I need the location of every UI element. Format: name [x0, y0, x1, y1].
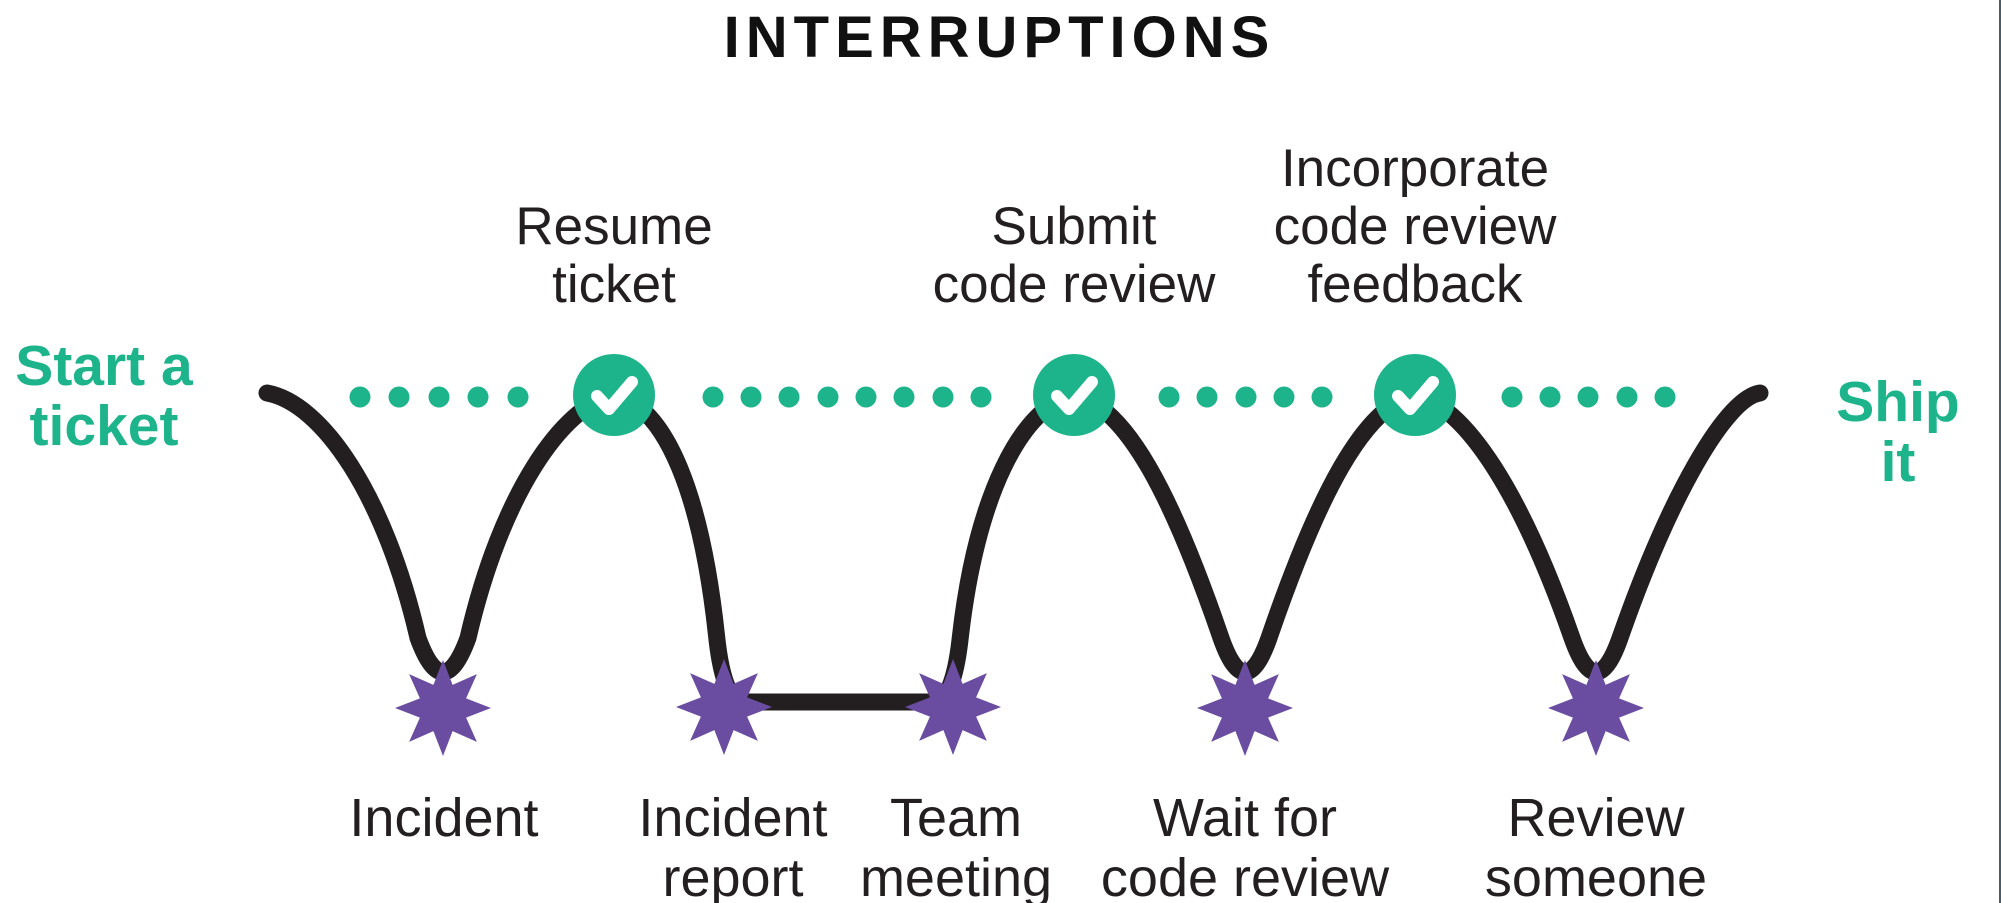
interruption-label-incident: Incident: [349, 788, 539, 848]
burst-star-icon: [905, 659, 1001, 755]
interruption-label-incident-report: Incident report: [638, 788, 828, 903]
progress-dots: [349, 386, 1676, 408]
burst-star-icon: [1548, 660, 1644, 756]
check-circle-icon: [573, 354, 655, 436]
burst-star-icon: [676, 659, 772, 755]
interruption-label-review-ticket: Review someone else’s ticket: [1484, 788, 1708, 903]
check-circle-icon: [1374, 354, 1456, 436]
interruption-label-wait-for-review: Wait for code review: [1100, 788, 1390, 903]
burst-star-icon: [1197, 660, 1293, 756]
workflow-line: [258, 384, 1769, 711]
page-title: INTERRUPTIONS: [723, 5, 1276, 70]
milestone-label-incorporate-feedback: Incorporate code review feedback: [1273, 139, 1557, 314]
ship-label: Ship it: [1836, 370, 1960, 494]
burst-star-icon: [395, 660, 491, 756]
start-label: Start a ticket: [15, 334, 193, 458]
check-circle-icon: [1033, 354, 1115, 436]
interruption-label-team-meeting: Team meeting: [859, 788, 1053, 903]
milestone-label-resume-ticket: Resume ticket: [515, 197, 713, 314]
milestone-label-submit-code-review: Submit code review: [932, 197, 1216, 314]
